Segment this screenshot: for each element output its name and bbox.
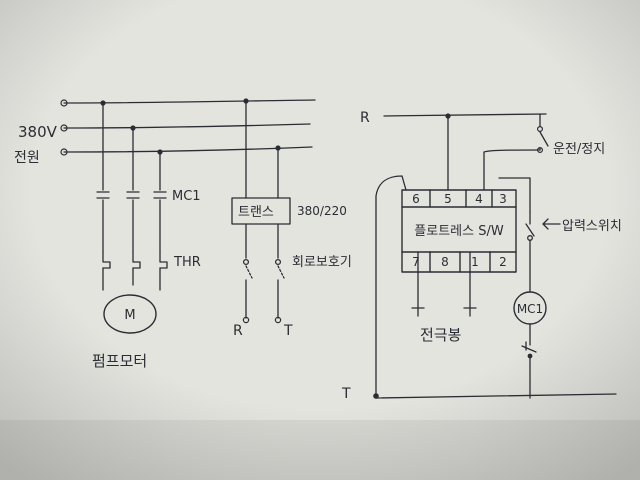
thermal-contact bbox=[521, 341, 537, 353]
mc1-contact-label: MC1 bbox=[172, 189, 201, 204]
run-stop-switch bbox=[536, 125, 543, 154]
motor-symbol bbox=[103, 294, 157, 334]
electrode-symbols bbox=[411, 307, 477, 317]
three-phase-lines bbox=[63, 99, 316, 153]
electrode-label: 전극봉 bbox=[420, 326, 461, 344]
floatless-switch-box bbox=[401, 189, 517, 273]
voltage-label: 380V bbox=[18, 123, 58, 141]
motor-feed-wires bbox=[96, 102, 168, 291]
transformer-label: 트랜스 bbox=[238, 205, 274, 220]
pressure-switch bbox=[525, 211, 561, 241]
pump-motor-label: 펌프모터 bbox=[92, 352, 147, 370]
run-stop-label: 운전/정지 bbox=[553, 142, 605, 157]
terminal-5: 5 bbox=[444, 192, 452, 206]
mc1-coil-symbol bbox=[513, 291, 547, 325]
terminal-1: 1 bbox=[471, 255, 479, 269]
output-t-label: T bbox=[283, 323, 293, 339]
mc1-coil-label: MC1 bbox=[517, 302, 543, 316]
control-junctions bbox=[373, 113, 533, 399]
terminal-4: 4 bbox=[475, 192, 483, 206]
bus-t-label: T bbox=[341, 386, 351, 402]
terminal-2: 2 bbox=[499, 255, 507, 269]
line-terminals bbox=[60, 99, 68, 156]
pressure-switch-label: 압력스위치 bbox=[562, 219, 622, 234]
transformer-ratio-label: 380/220 bbox=[297, 204, 347, 218]
terminal-8: 8 bbox=[441, 255, 449, 269]
output-terminals bbox=[242, 316, 282, 324]
terminal-6: 6 bbox=[412, 192, 420, 206]
motor-label: M bbox=[124, 308, 135, 323]
float-switch-label: 플로트레스 S/W bbox=[414, 224, 504, 239]
output-r-label: R bbox=[233, 323, 243, 339]
power-source-label: 전원 bbox=[14, 150, 40, 166]
terminal-3: 3 bbox=[499, 192, 507, 206]
thr-label: THR bbox=[173, 255, 201, 270]
transformer-wiring bbox=[231, 100, 291, 319]
bus-r-label: R bbox=[360, 110, 370, 126]
breaker-label: 회로보호기 bbox=[292, 255, 352, 270]
control-wiring bbox=[375, 113, 617, 399]
terminal-7: 7 bbox=[412, 255, 420, 269]
